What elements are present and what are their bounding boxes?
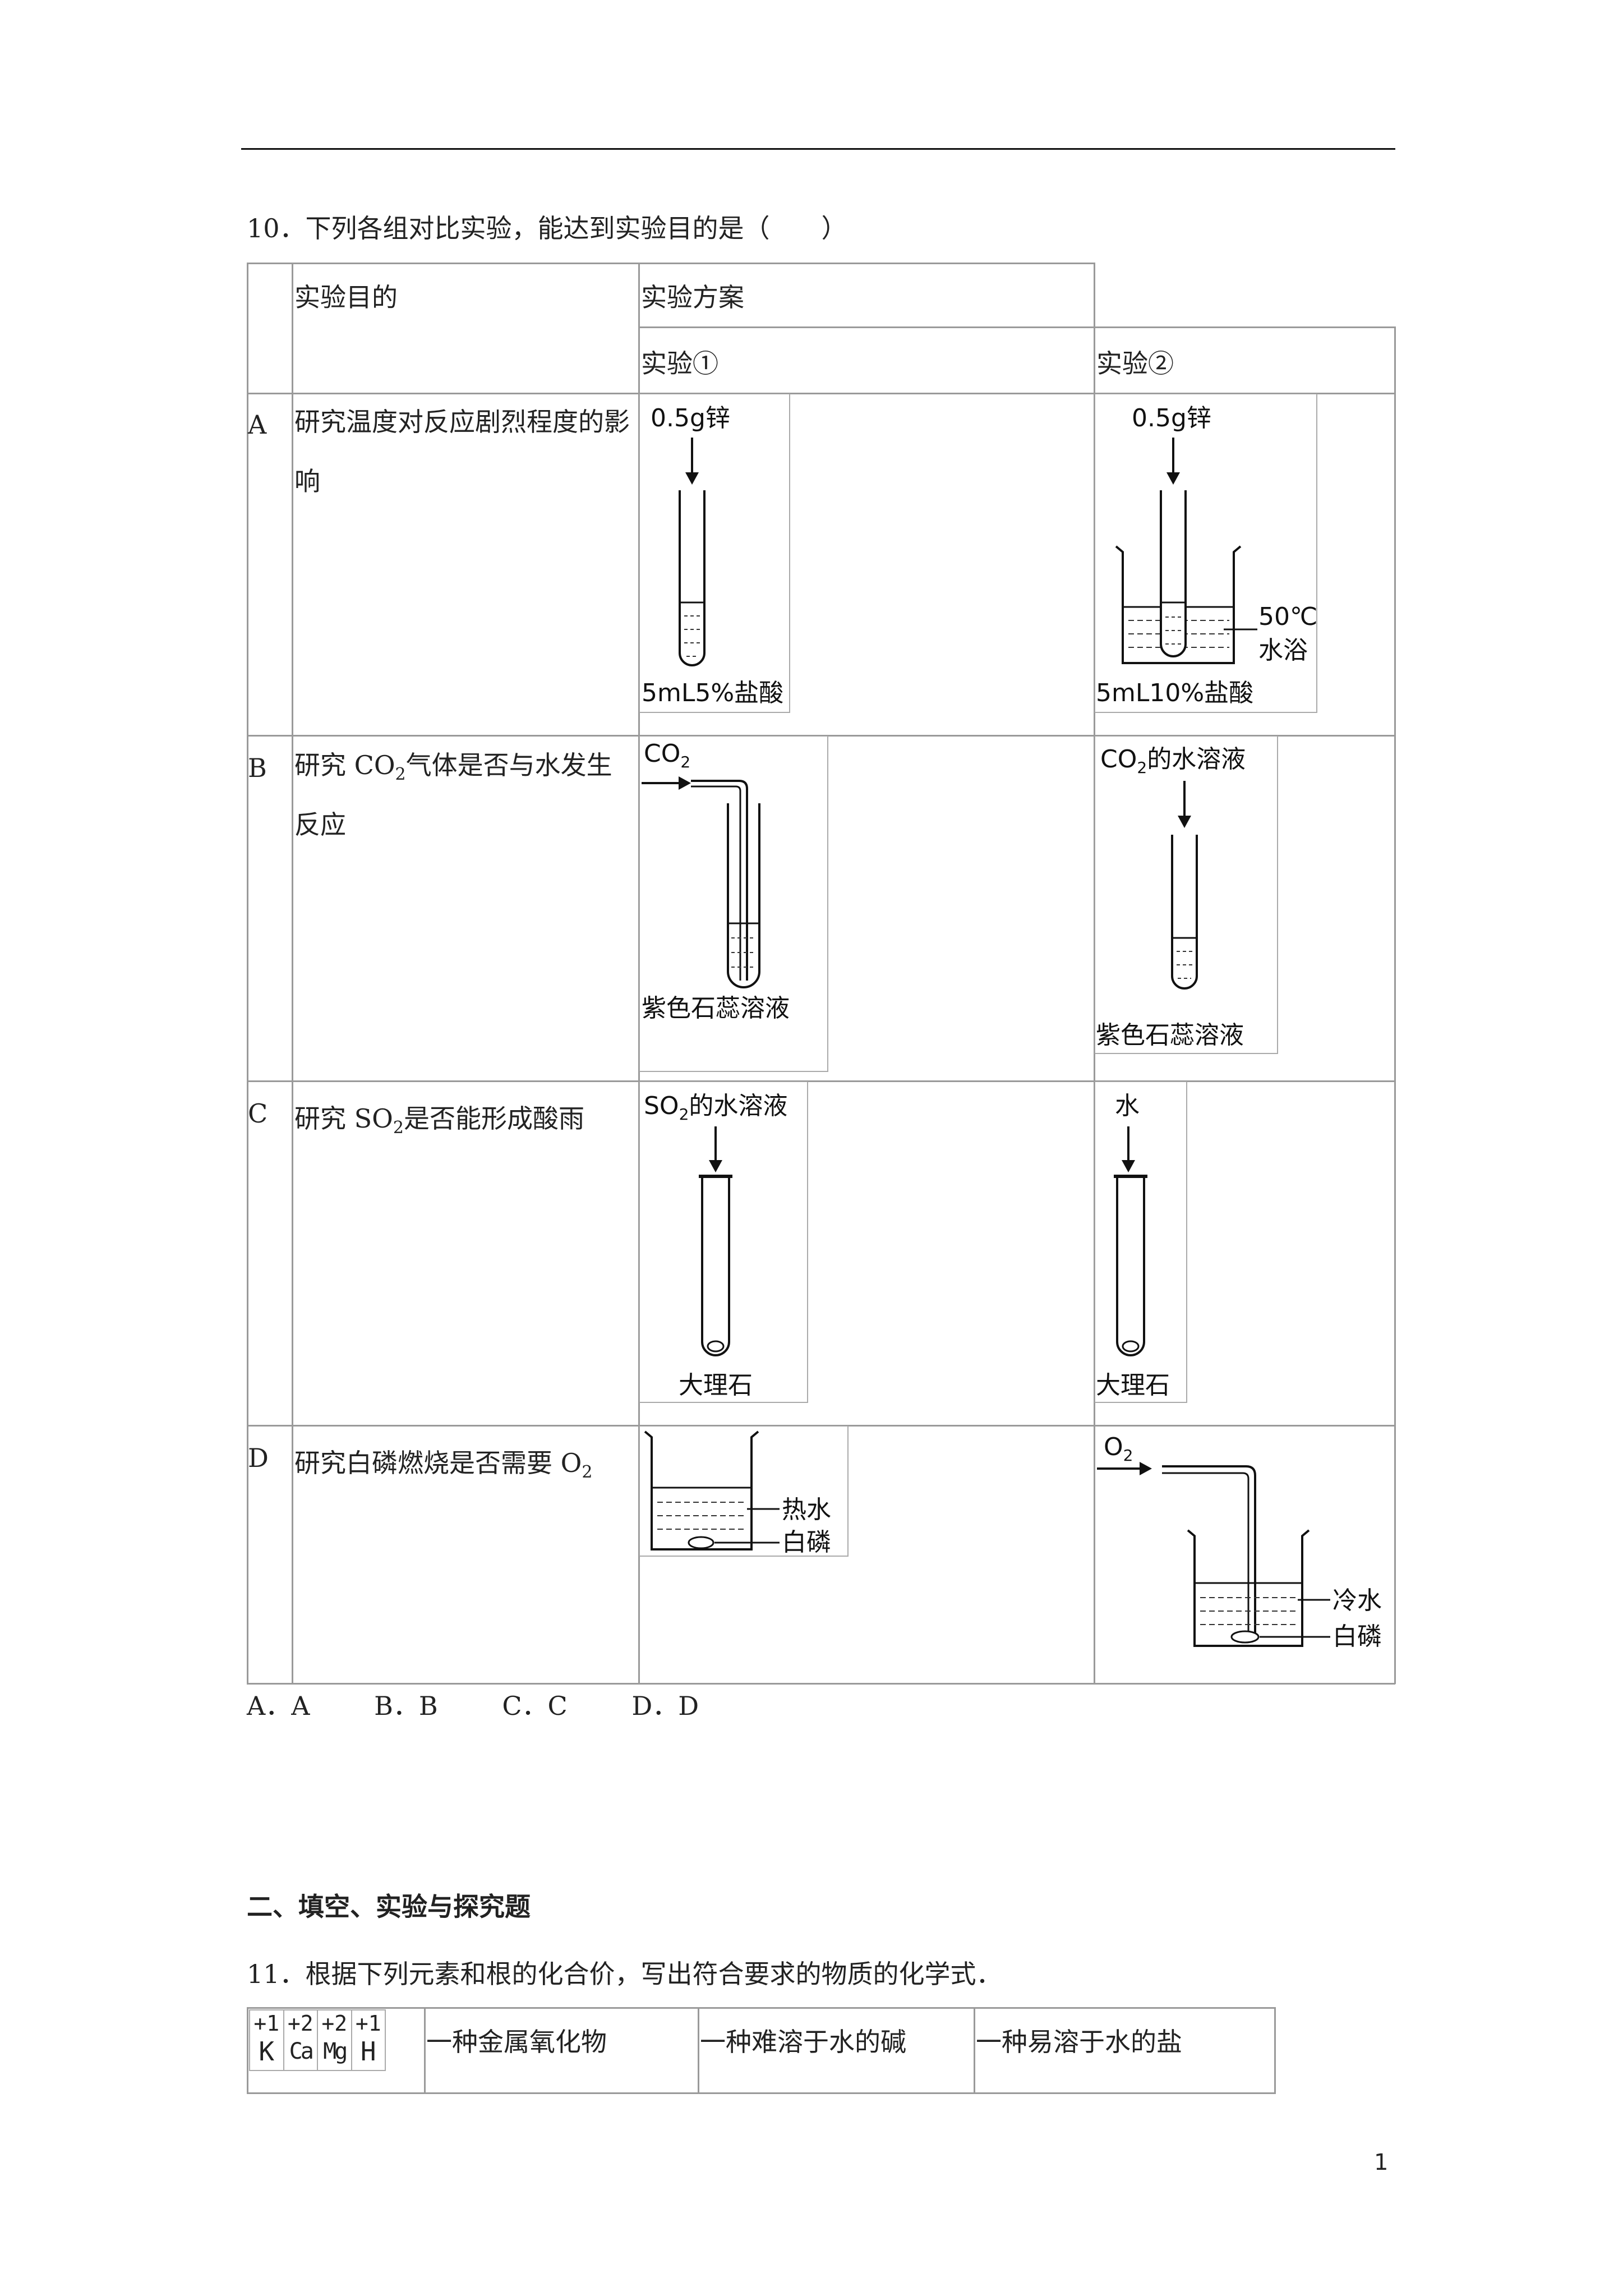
row-a-exp1-reagent: 0.5g锌 <box>651 404 730 432</box>
column-insoluble-base: 一种难溶于水的碱 <box>700 2027 906 2057</box>
beaker-icon <box>644 1430 759 1550</box>
header-purpose: 实验目的 <box>294 282 398 312</box>
row-c-exp2-bottom: 大理石 <box>1096 1371 1170 1400</box>
row-c-letter: C <box>248 1098 268 1129</box>
delivery-tube-icon <box>1162 1465 1256 1635</box>
row-d-exp1-label-bottom: 白磷 <box>782 1528 831 1557</box>
question-11-stem: 11．根据下列元素和根的化合价，写出符合要求的物质的化学式． <box>247 1959 1002 1989</box>
row-b-exp2-figure: CO2的水溶液 紫色石蕊溶液 <box>1095 736 1278 1054</box>
row-c-exp2-figure: 水 大理石 <box>1095 1082 1187 1403</box>
column-metal-oxide: 一种金属氧化物 <box>426 2027 607 2057</box>
row-b-purpose: 研究 CO2气体是否与水发生反应 <box>294 750 612 840</box>
option-b[interactable]: B．B <box>374 1691 438 1721</box>
marble-icon <box>707 1340 725 1352</box>
valence-box: +1 K +2 Ca +2 Mg +1 H <box>249 2009 386 2071</box>
question-10-stem: 10．下列各组对比实验，能达到实验目的是（ ） <box>247 213 847 243</box>
row-b-letter: B <box>248 753 267 783</box>
test-tube-icon <box>679 490 706 666</box>
valence-ca: +2 Ca <box>284 2010 318 2070</box>
header-rule <box>241 148 1395 150</box>
row-b-exp1-figure: CO2 紫色石蕊溶液 <box>639 736 828 1072</box>
test-tube-icon <box>1171 835 1198 990</box>
row-c-exp1-figure: SO2的水溶液 大理石 <box>639 1082 808 1403</box>
row-d-exp2-label-top: 冷水 <box>1332 1586 1382 1615</box>
option-c[interactable]: C．C <box>502 1691 568 1721</box>
row-b-exp2-bottom: 紫色石蕊溶液 <box>1096 1021 1244 1050</box>
row-d-exp2-label-bottom: 白磷 <box>1332 1622 1382 1650</box>
row-d-exp2-figure: O2 冷水 白磷 <box>1097 1433 1382 1650</box>
beaker-icon <box>1115 545 1242 664</box>
row-a-exp2-bottom: 5mL10%盐酸 <box>1096 679 1253 707</box>
header-exp1: 实验① <box>641 348 718 379</box>
row-c-exp1-bottom: 大理石 <box>679 1371 753 1400</box>
page-number: 1 <box>1374 2150 1389 2175</box>
row-d-exp1-label-top: 热水 <box>782 1496 831 1524</box>
valence-mg: +2 Mg <box>318 2010 352 2070</box>
test-tube-icon <box>1160 490 1187 657</box>
row-b-exp1-bottom: 紫色石蕊溶液 <box>642 994 790 1023</box>
white-phosphorus-icon <box>688 1536 714 1549</box>
option-d[interactable]: D．D <box>631 1691 699 1721</box>
svg-text:SO2的水溶液: SO2的水溶液 <box>644 1092 787 1124</box>
test-tube-icon <box>727 803 760 988</box>
header-plan: 实验方案 <box>641 282 744 312</box>
delivery-tube-icon <box>691 780 748 981</box>
row-d-letter: D <box>248 1443 269 1473</box>
svg-text:CO2的水溶液: CO2的水溶液 <box>1100 745 1246 777</box>
svg-text:CO2: CO2 <box>644 739 690 771</box>
row-a-letter: A <box>248 409 267 440</box>
row-a-exp2-bath-temp: 50℃ <box>1258 602 1317 631</box>
row-d-purpose: 研究白磷燃烧是否需要 O2 <box>294 1448 593 1483</box>
row-c-purpose: 研究 SO2是否能形成酸雨 <box>294 1103 584 1138</box>
test-tube-icon <box>701 1178 730 1356</box>
beaker-icon <box>1187 1529 1310 1647</box>
row-a-purpose: 研究温度对反应剧烈程度的影响 <box>294 407 630 496</box>
test-tube-icon <box>1116 1178 1145 1356</box>
white-phosphorus-icon <box>1230 1630 1260 1644</box>
header-exp2: 实验② <box>1096 348 1174 379</box>
row-d-exp1-figure: 热水 白磷 <box>639 1426 849 1557</box>
section-heading: 二、填空、实验与探究题 <box>247 1892 531 1922</box>
row-c-exp2-reagent: 水 <box>1115 1092 1140 1120</box>
answer-options: A．A B．B C．C D．D <box>247 1690 738 1723</box>
valence-h: +1 H <box>355 2011 381 2067</box>
row-a-exp2-bath: 水浴 <box>1258 636 1308 665</box>
svg-text:O2: O2 <box>1104 1433 1133 1465</box>
column-soluble-salt: 一种易溶于水的盐 <box>976 2027 1182 2057</box>
row-a-exp1-figure: 0.5g锌 5mL5%盐酸 <box>639 394 790 713</box>
row-a-exp2-reagent: 0.5g锌 <box>1132 404 1211 432</box>
option-a[interactable]: A．A <box>247 1691 310 1721</box>
valence-k: +1 K <box>250 2010 284 2070</box>
row-a-exp2-figure: 0.5g锌 50℃ 水浴 5mL10%盐酸 <box>1095 394 1317 713</box>
row-a-exp1-bottom: 5mL5%盐酸 <box>642 679 783 707</box>
marble-icon <box>1122 1340 1140 1352</box>
